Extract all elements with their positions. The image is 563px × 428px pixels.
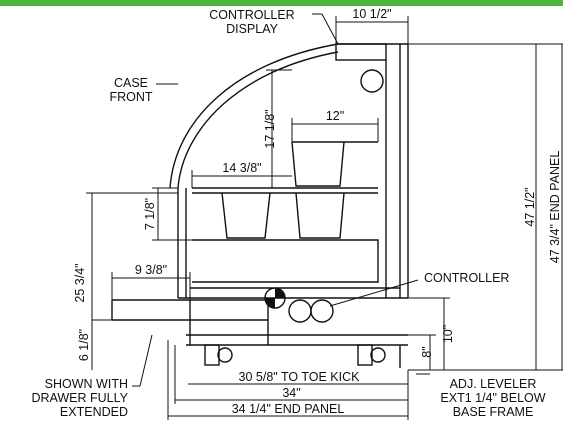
caster-left-bracket <box>204 344 220 366</box>
dim-front-height: 7 1/8" <box>143 197 157 231</box>
dim-overall-height: 47 1/2" <box>523 187 537 227</box>
dim-top-width: 10 1/2" <box>352 7 392 21</box>
dim-end-panel-depth: 34 1/4" END PANEL <box>231 402 345 416</box>
drawer-note: SHOWN WITH DRAWER FULLY EXTENDED <box>31 377 128 419</box>
pan-left <box>221 192 271 239</box>
dim-lower-shelf-depth: 14 3/8" <box>222 161 262 175</box>
controller-display-box <box>335 43 387 61</box>
dim-overall-depth: 34" <box>282 386 301 400</box>
pan-right-upper <box>291 141 345 187</box>
leveler-note: ADJ. LEVELER EXT1 1/4" BELOW BASE FRAME <box>440 377 546 419</box>
controller-display-symbol <box>360 69 384 93</box>
caster-right-wheel <box>370 347 386 363</box>
caster-right-bracket <box>357 344 373 366</box>
dim-drawer-depth: 9 3/8" <box>134 263 168 277</box>
dim-toe-kick: 30 5/8" TO TOE KICK <box>238 370 360 384</box>
dim-end-panel-height: 47 3/4" END PANEL <box>548 150 562 264</box>
controller-symbol <box>310 299 334 323</box>
dim-base-height: 10" <box>441 324 455 344</box>
caster-left-wheel <box>217 347 233 363</box>
controller-display-label: CONTROLLER DISPLAY <box>209 8 295 36</box>
dim-caster-height: 8" <box>420 346 434 358</box>
controller-label: CONTROLLER <box>424 271 510 285</box>
case-front-label: CASE FRONT <box>109 76 153 104</box>
well <box>192 239 379 283</box>
accent-bar <box>0 0 563 6</box>
pan-right-lower <box>295 192 345 239</box>
dim-shelf-depth: 12" <box>325 109 345 123</box>
dim-upper-height: 17 1/8" <box>263 109 277 149</box>
dim-counter-height: 25 3/4" <box>73 263 87 303</box>
dim-drawer-clearance: 6 1/8" <box>77 328 91 362</box>
case-front-inner-curve <box>177 51 339 189</box>
case-front-curve <box>169 43 339 189</box>
